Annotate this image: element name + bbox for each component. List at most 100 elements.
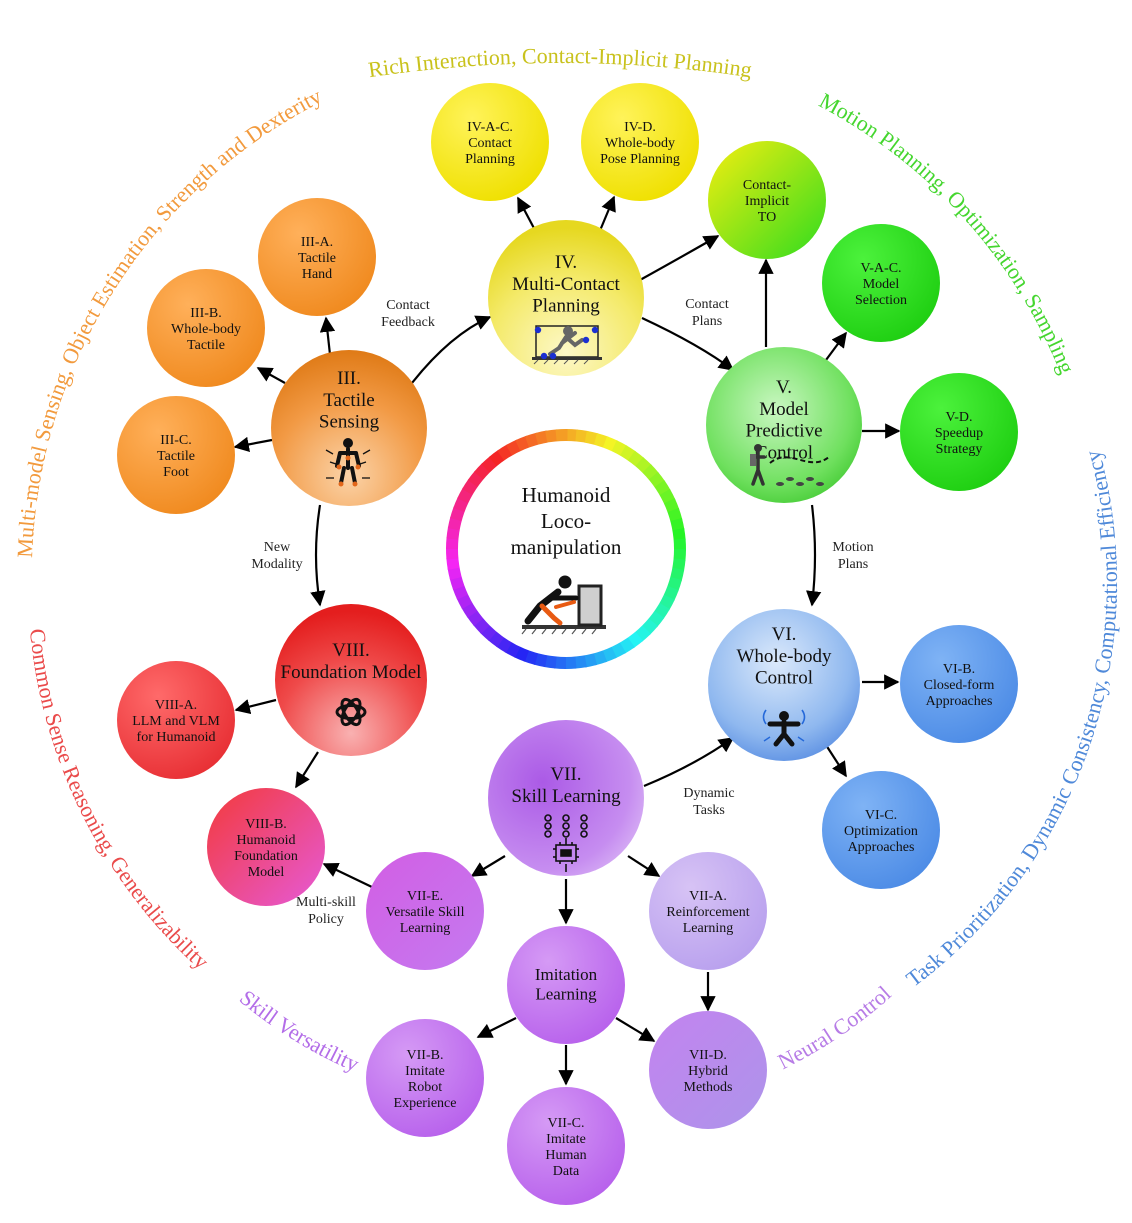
ring-segment bbox=[535, 658, 546, 661]
ring-segment bbox=[501, 450, 511, 456]
theme-label-rich: Rich Interaction, Contact-Implicit Plann… bbox=[367, 43, 754, 82]
edge-multicontact-to-pose-planning bbox=[599, 197, 614, 233]
ring-segment bbox=[453, 538, 454, 549]
ring-segment bbox=[492, 635, 501, 642]
edge-multicontact-to-contact-implicit bbox=[640, 236, 718, 280]
node-label-line: Learning bbox=[683, 921, 734, 936]
node-label-line: Foot bbox=[163, 465, 189, 480]
node-label-line: Methods bbox=[684, 1080, 733, 1095]
edge-multicontact-to-contact-planning bbox=[518, 198, 536, 232]
ring-segment bbox=[463, 595, 468, 605]
edge-label-new-modality: New bbox=[264, 540, 291, 555]
ring-segment bbox=[576, 436, 587, 438]
node-label-line: Reinforcement bbox=[666, 905, 749, 920]
theme-label-skill: Skill Versatility bbox=[235, 985, 363, 1077]
ring-segment bbox=[493, 456, 502, 463]
node-label-line: Model bbox=[863, 277, 900, 292]
edge-label-dynamic-tasks: Dynamic bbox=[683, 786, 734, 801]
ring-segment bbox=[453, 557, 454, 568]
node-label-line: VII. bbox=[550, 764, 581, 785]
node-label-line: VI-C. bbox=[865, 808, 897, 823]
node-label-line: VI-B. bbox=[943, 662, 975, 677]
center-line-2: Loco- bbox=[541, 509, 591, 533]
edge-skill-to-versatile bbox=[472, 856, 505, 876]
node-label-line: VII-C. bbox=[548, 1116, 585, 1131]
node-label-line: VIII-B. bbox=[245, 817, 287, 832]
node-label-line: VIII-A. bbox=[155, 698, 197, 713]
ring-segment bbox=[455, 518, 458, 529]
ring-segment bbox=[468, 483, 474, 493]
node-label-line: Robot bbox=[408, 1080, 442, 1095]
ring-segment bbox=[668, 501, 672, 512]
edge-label-motion-plans: Plans bbox=[838, 557, 868, 572]
ring-segment bbox=[623, 451, 633, 457]
node-label-line: Approaches bbox=[926, 694, 993, 709]
ring-segment bbox=[584, 658, 595, 660]
node-label-line: TO bbox=[758, 210, 776, 225]
node-label-line: Data bbox=[553, 1164, 580, 1179]
node-label-line: VII-A. bbox=[689, 889, 727, 904]
node-label-line: VII-E. bbox=[407, 889, 443, 904]
edge-label-contact-plans: Contact bbox=[685, 297, 729, 312]
edge-label-multi-skill: Multi-skill bbox=[296, 895, 356, 910]
node-label-line: Imitate bbox=[546, 1132, 586, 1147]
node-label-line: V. bbox=[776, 377, 792, 398]
ring-segment bbox=[631, 456, 640, 463]
node-label-line: Foundation bbox=[234, 849, 298, 864]
ring-segment bbox=[510, 446, 520, 451]
node-label-line: Whole-body bbox=[605, 136, 675, 151]
ring-segment bbox=[677, 559, 679, 570]
ring-segment bbox=[467, 604, 473, 614]
node-label-line: Pose Planning bbox=[600, 152, 680, 167]
node-label-line: Sensing bbox=[319, 412, 380, 433]
ring-segment bbox=[485, 628, 493, 636]
ring-segment bbox=[653, 476, 660, 485]
ring-segment bbox=[473, 613, 480, 622]
node-label-line: VI. bbox=[772, 624, 797, 645]
ring-segment bbox=[612, 647, 622, 652]
ring-segment bbox=[664, 493, 669, 503]
node-label-line: III. bbox=[337, 368, 361, 389]
center-line-1: Humanoid bbox=[522, 483, 611, 507]
ring-segment bbox=[658, 606, 664, 616]
edge-label-motion-plans: Motion bbox=[832, 540, 873, 555]
node-label-line: Learning bbox=[535, 985, 597, 1004]
node-label-line: Imitate bbox=[405, 1064, 445, 1079]
edge-tactile-to-wholebody-tactile bbox=[258, 368, 285, 383]
node-label-line: Experience bbox=[394, 1096, 457, 1111]
node-label-line: Planning bbox=[465, 152, 515, 167]
node-label-line: V-D. bbox=[945, 410, 972, 425]
ring-segment bbox=[454, 567, 456, 578]
node-foundation[interactable]: VIII.Foundation Model bbox=[275, 604, 427, 756]
node-label-line: III-A. bbox=[301, 235, 333, 250]
ring-segment bbox=[566, 436, 577, 437]
ring-segment bbox=[678, 549, 679, 560]
node-label-line: Planning bbox=[532, 296, 600, 317]
node-label-line: Skill Learning bbox=[511, 786, 621, 807]
edge-skill-to-rl bbox=[628, 856, 659, 876]
node-label-line: Strategy bbox=[936, 442, 983, 457]
ring-segment bbox=[675, 569, 678, 580]
